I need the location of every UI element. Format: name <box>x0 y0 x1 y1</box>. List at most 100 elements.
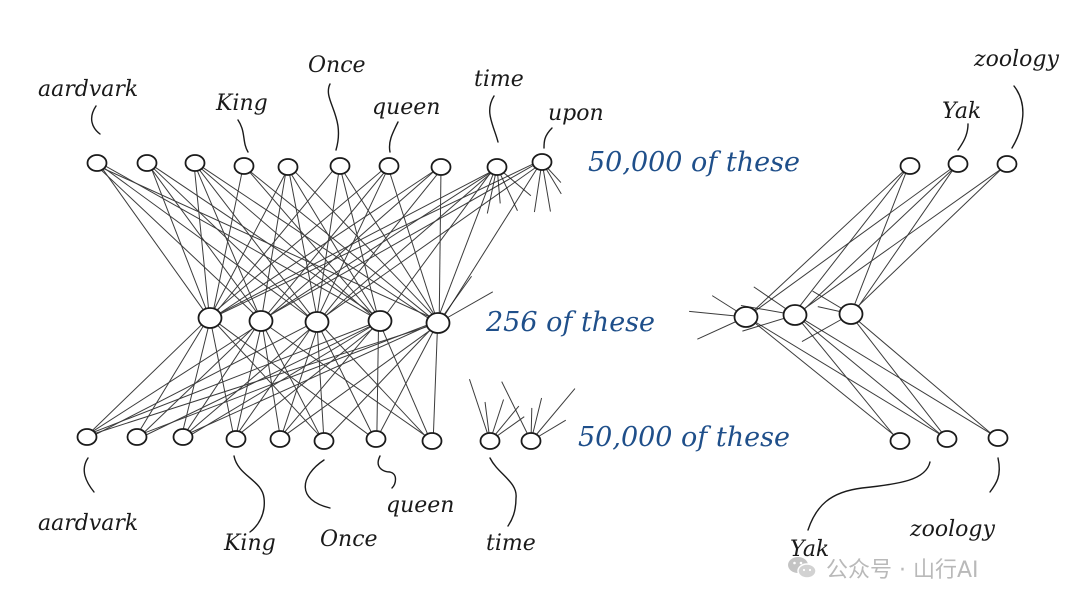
connection-line <box>316 322 376 440</box>
connection-stub <box>501 381 532 442</box>
label-pointer <box>489 457 517 527</box>
connection-line <box>315 164 341 323</box>
connection-line <box>280 324 439 439</box>
hidden-layer-count-label: 256 of these <box>485 307 655 338</box>
connection-line <box>338 164 380 323</box>
top-neuron <box>430 158 452 176</box>
connection-line <box>137 321 260 440</box>
hidden-neuron <box>304 311 330 333</box>
top-neuron <box>486 158 508 176</box>
top-word-once: Once <box>308 53 366 78</box>
label-pointer <box>83 457 95 493</box>
hidden-neuron <box>367 310 393 332</box>
connection-line <box>181 321 319 439</box>
connection-line <box>745 314 901 441</box>
label-pointer-strokes <box>83 83 1024 533</box>
top-neuron <box>136 154 158 172</box>
top-layer-count-label: 50,000 of these <box>588 147 800 178</box>
connection-line <box>211 159 542 319</box>
connection-line <box>94 164 262 322</box>
connection-line <box>211 167 500 319</box>
connection-line <box>848 312 948 440</box>
wechat-icon <box>788 557 817 579</box>
connection-line <box>377 322 439 438</box>
connection-line <box>316 320 431 442</box>
connection-line <box>194 161 438 325</box>
bottom-neuron <box>889 432 911 450</box>
top-neuron <box>947 155 969 173</box>
connection-line <box>289 165 440 323</box>
connection-line <box>379 166 496 324</box>
connection-line <box>432 321 439 442</box>
bottom-word-once: Once <box>320 527 378 552</box>
connection-line <box>792 164 910 316</box>
connection-line <box>795 315 900 443</box>
bottom-neuron <box>172 428 194 446</box>
connection-line <box>285 165 382 323</box>
connection-line <box>261 160 542 321</box>
top-neuron <box>899 157 921 175</box>
bottom-word-aardvark: aardvark <box>38 511 138 536</box>
connection-line <box>260 321 323 441</box>
top-neuron <box>184 154 206 172</box>
label-pointer <box>233 455 265 533</box>
connection-line <box>316 167 444 325</box>
connection-line <box>146 161 316 324</box>
connection-line <box>85 317 210 437</box>
bottom-word-time: time <box>486 531 536 556</box>
label-pointer <box>1011 85 1024 149</box>
bottom-neuron <box>269 430 291 448</box>
connection-line <box>134 315 210 439</box>
connection-stub <box>530 388 576 442</box>
connection-line <box>146 160 382 321</box>
connection-line <box>376 321 380 438</box>
top-neuron <box>86 154 108 172</box>
top-neuron <box>329 157 351 175</box>
bottom-neuron <box>479 432 501 450</box>
top-neuron <box>277 158 299 176</box>
top-word-aardvark: aardvark <box>38 77 138 102</box>
connection-line <box>209 165 388 317</box>
top-word-upon: upon <box>548 101 604 126</box>
connection-line <box>795 165 957 318</box>
connection-line <box>849 313 997 439</box>
top-word-king: King <box>215 91 268 116</box>
connection-line <box>287 165 319 324</box>
connection-line <box>261 322 281 439</box>
connection-lines <box>85 159 1008 443</box>
connection-stub <box>468 379 491 442</box>
hidden-neuron <box>782 304 808 326</box>
label-pointer <box>807 461 931 531</box>
connection-line <box>210 166 244 320</box>
connection-line <box>209 166 442 321</box>
connection-line <box>259 166 390 324</box>
connection-line <box>261 166 500 321</box>
bottom-neuron <box>365 430 387 448</box>
bottom-word-zoology: zoology <box>909 517 995 542</box>
connection-line <box>145 161 264 322</box>
connection-line <box>279 323 320 440</box>
bottom-neuron <box>987 429 1009 447</box>
top-word-zoology: zoology <box>973 47 1059 72</box>
top-neuron <box>996 155 1018 173</box>
connection-line <box>148 161 211 319</box>
connection-line <box>324 321 439 441</box>
bottom-neuron <box>520 432 542 450</box>
bottom-word-king: King <box>223 531 276 556</box>
top-word-time: time <box>474 67 524 92</box>
connection-line <box>436 167 497 322</box>
top-neuron <box>531 153 553 171</box>
connection-line <box>85 321 379 436</box>
bottom-neuron <box>76 428 98 446</box>
connection-line <box>745 164 957 319</box>
connection-line <box>97 161 381 322</box>
label-pointer <box>957 123 969 151</box>
connection-line <box>316 320 325 441</box>
connection-line <box>208 164 291 319</box>
bottom-neuron <box>313 432 335 450</box>
connection-line <box>850 163 910 314</box>
neuron-nodes <box>76 153 1018 450</box>
hidden-neuron <box>425 312 451 334</box>
connection-line <box>97 163 316 323</box>
